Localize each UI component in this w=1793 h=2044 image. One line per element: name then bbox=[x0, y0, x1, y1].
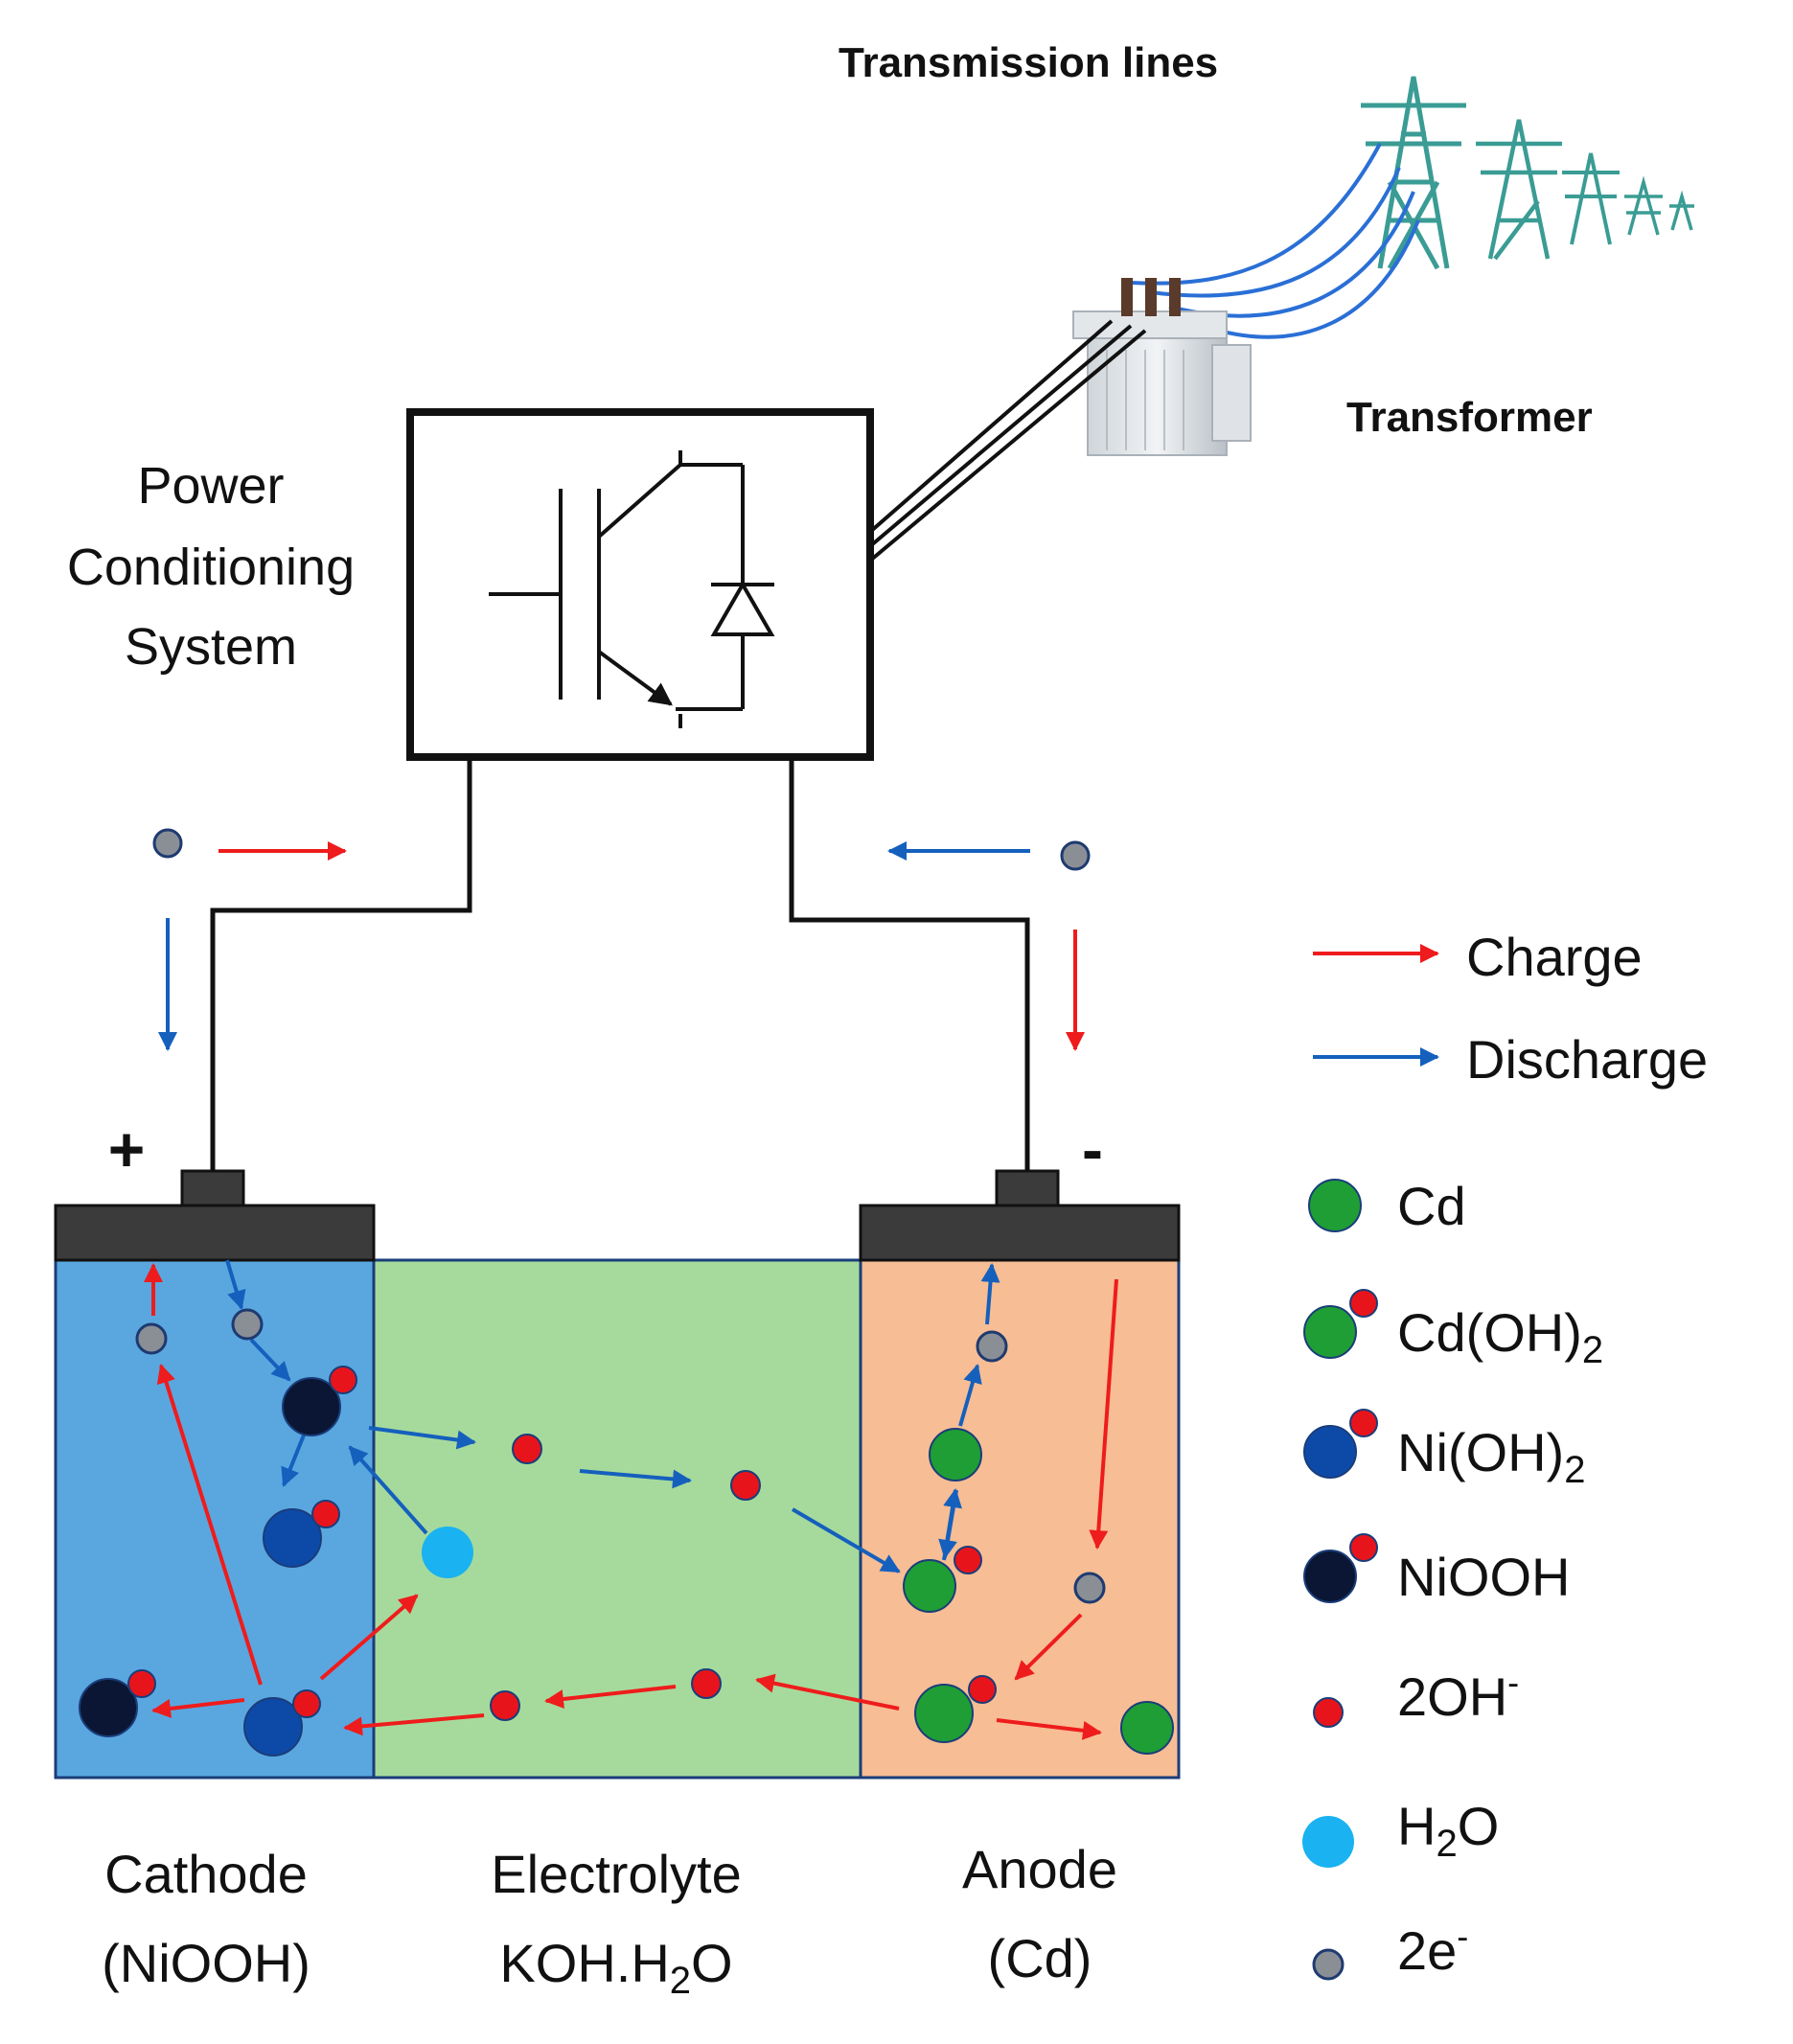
anode-sublabel: (Cd) bbox=[988, 1928, 1092, 1988]
transformer-label: Transformer bbox=[1346, 394, 1593, 441]
cd-atom bbox=[1120, 1701, 1174, 1755]
h2o-molecule bbox=[422, 1527, 473, 1578]
ni-oh2-molecule bbox=[243, 1689, 321, 1757]
transmission-tower-icon bbox=[1361, 76, 1466, 270]
electrolyte-region bbox=[372, 1258, 862, 1780]
oh-ion bbox=[691, 1668, 722, 1699]
cathode-sublabel: (NiOOH) bbox=[102, 1933, 310, 1993]
legend-niooh-icon bbox=[1303, 1533, 1378, 1603]
electron-icon bbox=[1073, 1572, 1106, 1604]
oh-ion bbox=[512, 1434, 542, 1464]
ni-oh2-molecule bbox=[263, 1500, 340, 1568]
transmission-tower-icon bbox=[1476, 119, 1562, 261]
charge-pathways bbox=[144, 1263, 1118, 1740]
pcs-label-line2: Conditioning bbox=[67, 539, 355, 596]
cd-atom bbox=[929, 1428, 982, 1481]
legend-electron-icon bbox=[1312, 1948, 1345, 1981]
anode-label: Anode bbox=[962, 1839, 1117, 1899]
electrolyte-sublabel: KOH.H2O bbox=[499, 1933, 732, 2002]
cd-oh2-molecule bbox=[914, 1675, 997, 1743]
legend-discharge-label: Discharge bbox=[1466, 1029, 1708, 1090]
legend-ni-oh2-icon bbox=[1303, 1409, 1378, 1479]
anode-region bbox=[859, 1258, 1181, 1780]
legend-oh-label: 2OH- bbox=[1397, 1663, 1519, 1727]
ac-output-lines bbox=[868, 319, 1147, 563]
electron-icon bbox=[135, 1322, 168, 1355]
transmission-tower-icon bbox=[1624, 175, 1694, 236]
legend-niooh-label: NiOOH bbox=[1397, 1547, 1570, 1607]
anode-plate bbox=[859, 1204, 1181, 1262]
legend-cd-icon bbox=[1308, 1179, 1362, 1232]
legend-cd-oh2-icon bbox=[1303, 1289, 1378, 1359]
cathode-plate bbox=[54, 1204, 376, 1262]
niooh-molecule bbox=[282, 1366, 357, 1436]
legend-h2o-icon bbox=[1302, 1816, 1354, 1868]
transmission-lines-label: Transmission lines bbox=[839, 39, 1218, 86]
oh-ion bbox=[730, 1470, 761, 1501]
positive-terminal-sign: + bbox=[108, 1114, 146, 1184]
pcs-box bbox=[406, 408, 874, 761]
electron-icon bbox=[1060, 840, 1091, 871]
oh-ion bbox=[490, 1690, 520, 1721]
legend-charge-label: Charge bbox=[1466, 927, 1643, 987]
cathode-label: Cathode bbox=[104, 1844, 308, 1904]
electron-icon bbox=[231, 1308, 264, 1341]
legend-oh-icon bbox=[1313, 1697, 1344, 1728]
positive-terminal bbox=[180, 1169, 245, 1207]
pcs-label-line1: Power bbox=[137, 457, 284, 515]
legend-h2o-label: H2O bbox=[1397, 1796, 1499, 1865]
legend-cd-label: Cd bbox=[1397, 1176, 1466, 1236]
igbt-icon bbox=[489, 450, 745, 728]
electrolyte-label: Electrolyte bbox=[491, 1844, 741, 1904]
cd-oh2-molecule bbox=[903, 1546, 982, 1613]
diode-icon bbox=[710, 580, 775, 636]
legend-electron-label: 2e- bbox=[1397, 1917, 1468, 1981]
electron-icon bbox=[152, 828, 183, 859]
electron-icon bbox=[976, 1330, 1008, 1363]
niooh-molecule bbox=[79, 1669, 156, 1737]
legend-ni-oh2-label: Ni(OH)2 bbox=[1397, 1422, 1585, 1491]
negative-terminal bbox=[995, 1169, 1060, 1207]
negative-terminal-sign: - bbox=[1082, 1114, 1103, 1184]
discharge-pathways bbox=[225, 1259, 1000, 1573]
legend-cd-oh2-label: Cd(OH)2 bbox=[1397, 1302, 1603, 1371]
transmission-tower-icon bbox=[1562, 152, 1620, 245]
pcs-label-line3: System bbox=[125, 618, 297, 676]
dc-wires bbox=[210, 757, 1030, 1174]
